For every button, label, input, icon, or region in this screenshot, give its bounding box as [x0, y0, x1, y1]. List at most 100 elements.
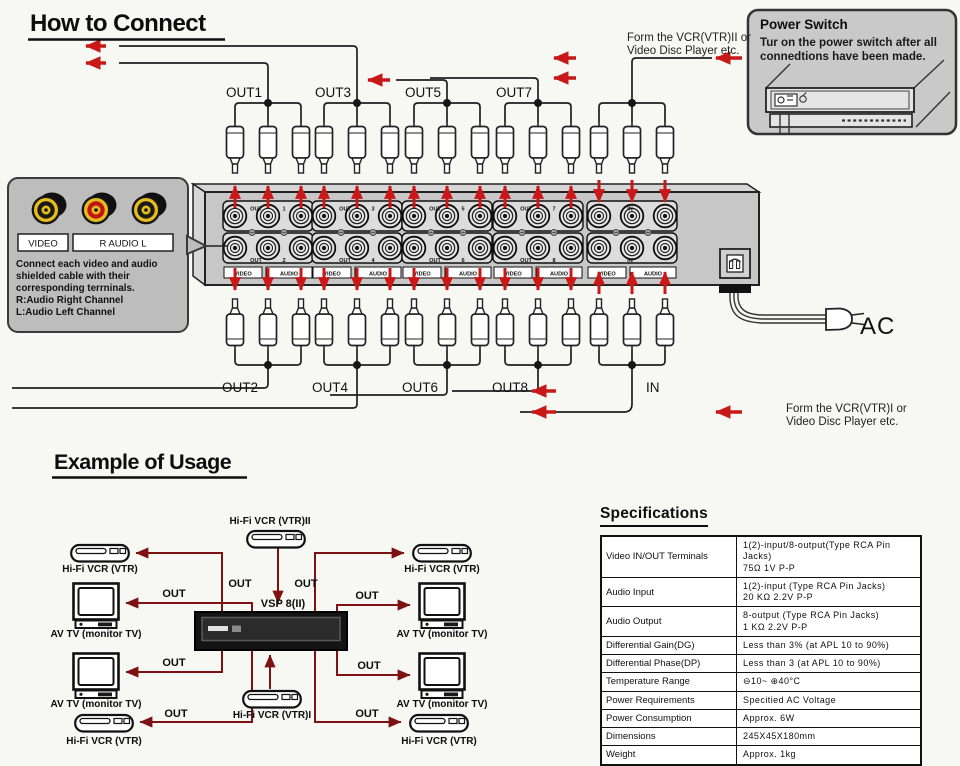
rca-plug-icon: [495, 122, 515, 174]
audio-left-rca-jack-icon: [131, 192, 167, 225]
cable-junction: [353, 361, 361, 369]
power-switch-title: Power Switch: [760, 17, 848, 32]
vcr-icon: [242, 689, 302, 709]
vsp-label: VSP 8(II): [261, 598, 306, 610]
callout-text: L:Audio Left Channel: [16, 307, 115, 318]
spec-label: Power Consumption: [602, 709, 737, 727]
vcr-icon: [409, 713, 469, 733]
cable-junction: [443, 99, 451, 107]
device-label: Hi-Fi VCR (VTR): [404, 564, 480, 575]
rca-jack-icon: [586, 235, 612, 261]
spec-label: Video IN/OUT Terminals: [602, 537, 737, 577]
rca-plug-icon: [258, 298, 278, 350]
spec-value-line: 1 KΩ 2.2V P-P: [743, 621, 808, 632]
spec-label: Differential Gain(DG): [602, 636, 737, 654]
spec-value: 8-output (Type RCA Pin Jacks)1 KΩ 2.2V P…: [737, 607, 920, 636]
rca-jack-icon: [344, 235, 370, 261]
rca-jack-icon: [222, 203, 248, 229]
panel-label: 5: [461, 207, 464, 213]
panel-label: VIDEO: [504, 272, 522, 278]
table-row: Audio Input 1(2)-input (Type RCA Pin Jac…: [602, 577, 920, 608]
table-row: Temperature Range ⊖10~ ⊕40°C: [602, 673, 920, 692]
signal-direction-arrows: [229, 180, 671, 294]
rca-jack-icon: [288, 235, 314, 261]
rca-plug-icon: [291, 122, 311, 174]
video-label-box: [402, 266, 442, 279]
rca-jack-icon: [586, 203, 612, 229]
rca-plug-icon: [561, 298, 581, 350]
rca-jack-icon: [401, 203, 427, 229]
out-label: OUT: [162, 657, 186, 669]
device-label: AV TV (monitor TV): [397, 629, 488, 640]
rca-jack-icon: [434, 235, 460, 261]
callout-video-label: VIDEO: [28, 239, 58, 250]
panel-label: OUT: [250, 258, 262, 264]
spec-label: Dimensions: [602, 728, 737, 746]
spec-value-line: ⊖10~ ⊕40°C: [743, 676, 801, 687]
out6-label: OUT6: [402, 380, 438, 395]
panel-label: IN: [627, 258, 633, 264]
rca-jack-icon: [467, 203, 493, 229]
out-label: OUT: [164, 708, 188, 720]
tv-icon: [72, 652, 120, 700]
panel-label: VIDEO: [598, 272, 616, 278]
bottom-source-note: Video Disc Player etc.: [786, 416, 898, 428]
power-plug-icon: [825, 307, 853, 331]
spec-value-line: Specitied AC Voltage: [743, 694, 837, 705]
panel-label: AUDIO: [369, 272, 388, 278]
vsp-splitter-device: [194, 611, 348, 651]
cable-junction: [353, 99, 361, 107]
panel-label: OUT: [429, 207, 441, 213]
spec-value-line: 1(2)-input (Type RCA Pin Jacks): [743, 580, 886, 591]
panel-label: 3: [371, 207, 374, 213]
panel-label: OUT: [339, 207, 351, 213]
rca-plug-icon: [589, 298, 609, 350]
rca-jack-icon: [377, 203, 403, 229]
rca-jack-icon: [467, 235, 493, 261]
spec-value-line: Less than 3 (at APL 10 to 90%): [743, 658, 881, 668]
out1-label: OUT1: [226, 85, 262, 100]
rca-jack-icon: [492, 235, 518, 261]
rca-plug-icon: [404, 122, 424, 174]
top-labels: How to Connect OUT1 OUT3 OUT5 OUT7 OUT2 …: [28, 10, 907, 428]
rca-plug-icon: [622, 122, 642, 174]
video-rca-jack-icon: [31, 192, 67, 225]
rca-jack-icon: [255, 235, 281, 261]
vcr-icon: [246, 529, 306, 549]
usage-labels: Example of Usage Hi-Fi VCR (VTR)II VSP 8…: [51, 450, 488, 747]
out3-label: OUT3: [315, 85, 351, 100]
in-label: IN: [646, 380, 660, 395]
spec-value-line: Less than 3% (at APL 10 to 90%): [743, 639, 890, 650]
cable-junction: [534, 361, 542, 369]
spec-value: Less than 3% (at APL 10 to 90%): [737, 637, 920, 654]
spec-label: Audio Output: [602, 607, 737, 636]
tv-icon: [72, 582, 120, 630]
spec-value: Approx. 6W: [737, 710, 920, 727]
out8-label: OUT8: [492, 380, 528, 395]
top-source-note: Form the VCR(VTR)II or: [627, 32, 751, 44]
flow-arrows: [84, 39, 742, 419]
cable-junction: [264, 99, 272, 107]
spec-value: 1(2)-input (Type RCA Pin Jacks)20 KΩ 2.2…: [737, 578, 920, 607]
audio-label-box: [265, 266, 313, 279]
out-label: OUT: [355, 590, 379, 602]
panel-label: OUT: [520, 207, 532, 213]
section-title-example-of-usage: Example of Usage: [54, 450, 232, 474]
out2-label: OUT2: [222, 380, 258, 395]
rca-plug-icon: [470, 122, 490, 174]
cable-junction: [628, 99, 636, 107]
panel-label: OUT: [520, 258, 532, 264]
top-vcr-label: Hi-Fi VCR (VTR)II: [229, 516, 310, 527]
spec-value-line: 20 KΩ 2.2V P-P: [743, 592, 814, 602]
cable-junction: [628, 361, 636, 369]
panel-label: AUDIO: [644, 272, 663, 278]
rca-jack-icon: [288, 203, 314, 229]
panel-label: 2: [282, 258, 285, 264]
spec-value: Less than 3 (at APL 10 to 90%): [737, 655, 920, 672]
cable-junction: [534, 99, 542, 107]
section-title-how-to-connect: How to Connect: [30, 10, 206, 37]
specifications-table: Video IN/OUT Terminals 1(2)-input/8-outp…: [600, 535, 922, 766]
spec-value-line: 1(2)-input/8-output(Type RCA Pin Jacks): [743, 540, 891, 562]
video-label-box: [312, 266, 352, 279]
